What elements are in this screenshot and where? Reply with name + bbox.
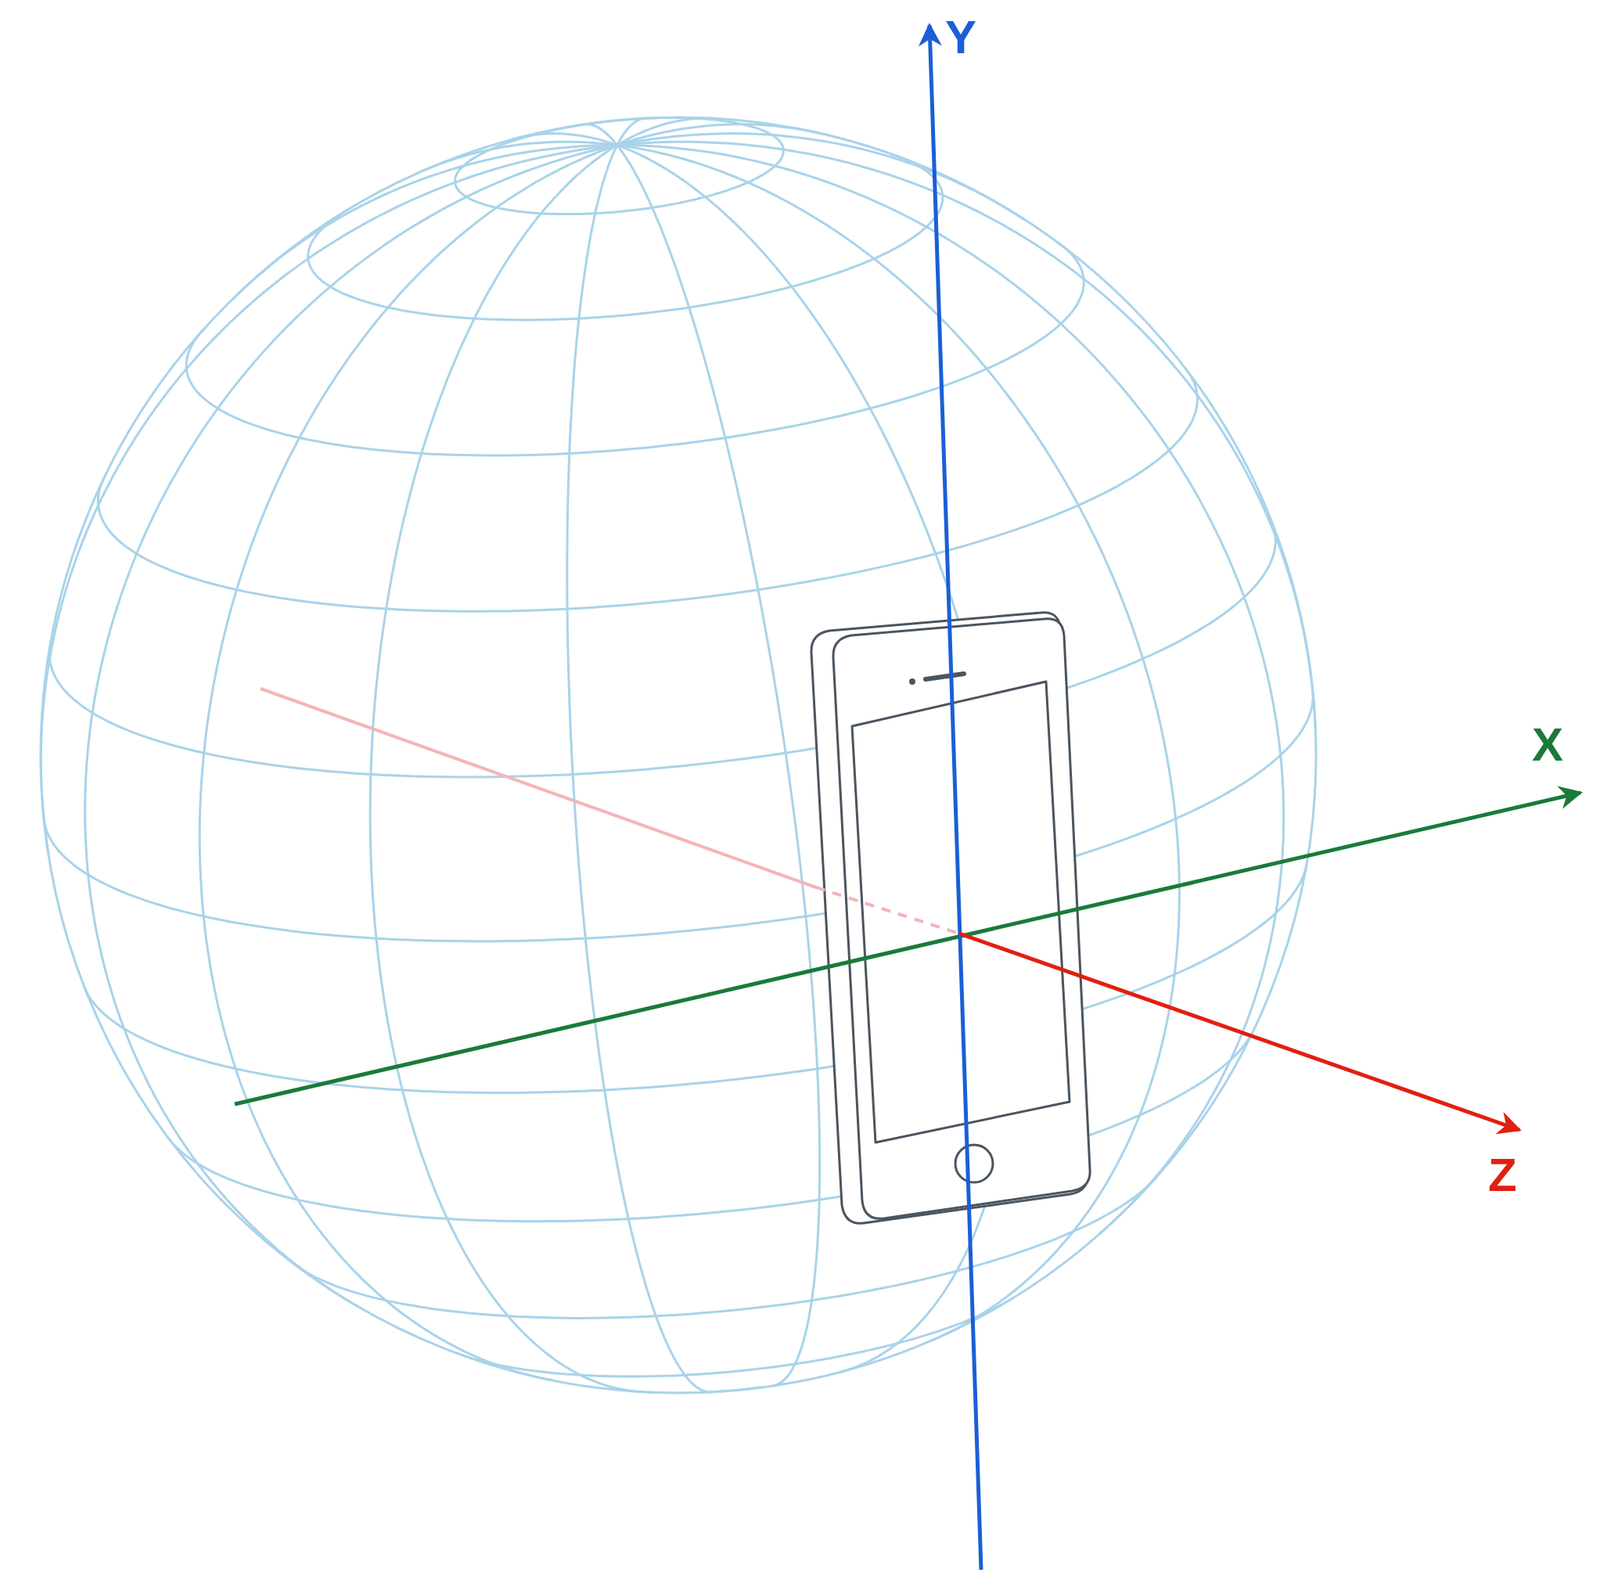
sphere-gridline — [582, 124, 618, 146]
sphere-gridline — [199, 145, 618, 1381]
sphere-gridline — [40, 145, 618, 856]
sphere-gridline — [720, 1387, 764, 1392]
sphere-gridline — [186, 242, 1084, 456]
y-axis — [929, 25, 982, 1570]
sphere-gridline — [617, 145, 1180, 1344]
sphere-gridline — [617, 145, 820, 1387]
wireframe-sphere — [40, 117, 1316, 1393]
sphere-gridline — [168, 1028, 1255, 1221]
sphere-gridline — [370, 145, 644, 1392]
hidden-z-axis — [816, 887, 960, 934]
sphere-outline — [40, 117, 1316, 1393]
x-axis-label: X — [1531, 721, 1564, 769]
negative-z-axis — [260, 688, 817, 888]
sphere-gridline — [617, 133, 1025, 220]
sphere-gridline — [43, 691, 1313, 942]
sphere-gridline — [97, 368, 1198, 612]
z-axis — [959, 933, 1520, 1130]
y-axis-label: Y — [945, 14, 977, 62]
sphere-gridline — [85, 145, 618, 1309]
sphere-gridline — [414, 141, 618, 175]
x-axis — [234, 792, 1581, 1104]
z-axis-label: Z — [1488, 1151, 1518, 1199]
sphere-gridline — [567, 145, 712, 1392]
sphere-gridline — [511, 133, 618, 146]
sphere-gridline — [49, 522, 1276, 777]
sphere-gridline — [308, 154, 943, 320]
